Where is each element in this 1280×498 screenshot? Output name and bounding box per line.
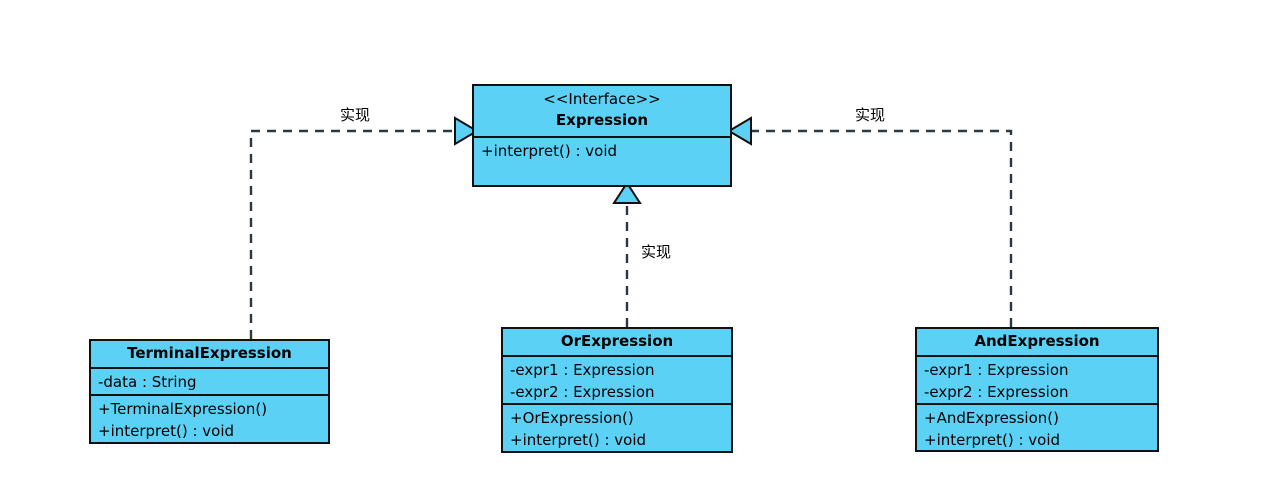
- class-methods-andexpression: +AndExpression() +interpret() : void: [917, 403, 1157, 450]
- class-attributes-terminalexpression: -data : String: [91, 367, 328, 394]
- class-attribute-item: -expr2 : Expression: [924, 383, 1069, 401]
- class-box-terminalexpression[interactable]: TerminalExpression -data : String +Termi…: [89, 339, 330, 444]
- class-header-orexpression: OrExpression: [503, 329, 731, 355]
- class-attributes-andexpression: -expr1 : Expression -expr2 : Expression: [917, 355, 1157, 403]
- realization-arrowhead-left: [454, 116, 479, 146]
- class-header-terminalexpression: TerminalExpression: [91, 341, 328, 367]
- class-header-andexpression: AndExpression: [917, 329, 1157, 355]
- class-name-andexpression: AndExpression: [974, 332, 1100, 350]
- relation-label-or-realization: 实现: [641, 243, 672, 261]
- class-box-orexpression[interactable]: OrExpression -expr1 : Expression -expr2 …: [501, 327, 733, 453]
- class-name-terminalexpression: TerminalExpression: [127, 344, 292, 362]
- class-name-orexpression: OrExpression: [560, 332, 674, 350]
- relation-label-terminal-realization: 实现: [340, 106, 371, 124]
- class-method-item: +TerminalExpression(): [98, 400, 268, 418]
- class-method-item: +interpret() : void: [98, 422, 235, 440]
- connector-or-to-expression: [612, 181, 642, 327]
- class-attribute-item: -data : String: [98, 373, 197, 391]
- relation-label-and-realization: 实现: [855, 106, 886, 124]
- realization-arrowhead-center: [612, 181, 642, 204]
- class-attributes-orexpression: -expr1 : Expression -expr2 : Expression: [503, 355, 731, 403]
- class-box-andexpression[interactable]: AndExpression -expr1 : Expression -expr2…: [915, 327, 1159, 452]
- class-attribute-item: -expr1 : Expression: [924, 361, 1069, 379]
- class-stereotype-expression: <<Interface>>: [543, 90, 661, 108]
- class-attribute-item: -expr2 : Expression: [510, 383, 655, 401]
- class-method-item: +interpret() : void: [510, 431, 647, 449]
- class-method-item: +interpret() : void: [481, 142, 618, 160]
- class-box-expression[interactable]: <<Interface>> Expression +interpret() : …: [472, 84, 732, 187]
- class-method-item: +interpret() : void: [924, 431, 1061, 449]
- class-attribute-item: -expr1 : Expression: [510, 361, 655, 379]
- connector-and-to-expression: [727, 116, 1013, 327]
- class-methods-orexpression: +OrExpression() +interpret() : void: [503, 403, 731, 451]
- class-methods-terminalexpression: +TerminalExpression() +interpret() : voi…: [91, 394, 328, 442]
- connector-terminal-to-expression: [249, 116, 479, 339]
- class-method-item: +OrExpression(): [510, 409, 634, 427]
- class-method-item: +AndExpression(): [924, 409, 1059, 427]
- class-header-expression: <<Interface>> Expression: [474, 86, 730, 136]
- class-methods-expression: +interpret() : void: [474, 136, 730, 185]
- realization-arrowhead-right: [727, 116, 752, 146]
- class-name-expression: Expression: [555, 111, 649, 129]
